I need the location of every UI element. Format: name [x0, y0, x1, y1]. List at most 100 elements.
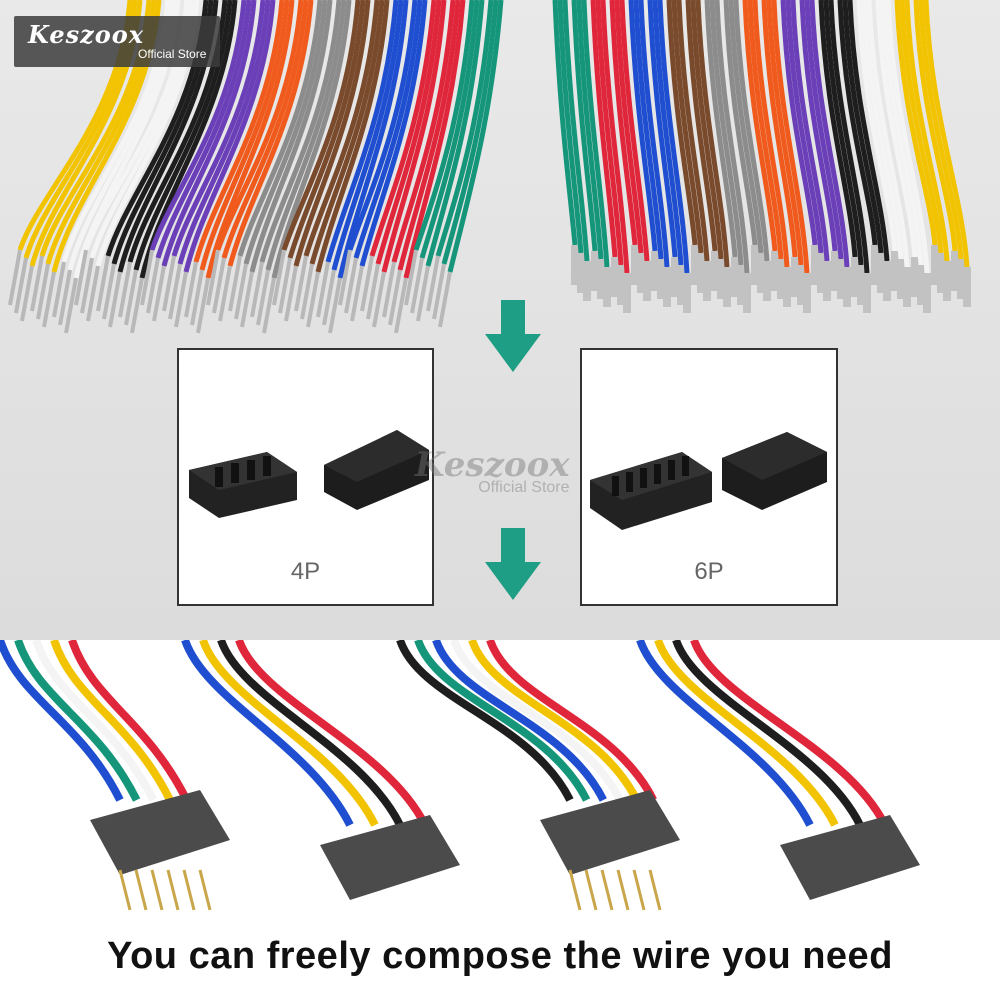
wire — [837, 0, 878, 246]
wire — [249, 0, 333, 273]
wire-terminal — [723, 267, 731, 307]
wire-terminal — [663, 267, 671, 307]
wire-terminal — [52, 261, 66, 318]
wire — [685, 0, 718, 252]
wire-terminal — [937, 253, 945, 293]
wire-terminal — [591, 251, 599, 291]
wire-terminal — [338, 249, 352, 306]
wire — [761, 0, 798, 258]
wire — [904, 0, 950, 262]
wire-terminal — [617, 265, 625, 305]
down-arrow-icon — [485, 528, 541, 600]
connector-pin — [584, 869, 598, 911]
caption: You can freely compose the wire you need — [107, 935, 893, 977]
wire-terminal — [350, 265, 364, 322]
connector-housing — [780, 815, 920, 900]
wire-terminal — [877, 253, 885, 293]
wire — [847, 0, 890, 262]
connector-pin — [166, 869, 180, 911]
wire-terminal — [42, 271, 56, 328]
wire — [742, 0, 778, 252]
cable-wire — [414, 640, 591, 802]
wire-terminal — [577, 253, 585, 293]
wire — [799, 0, 838, 252]
wire — [913, 0, 958, 252]
wire — [447, 0, 504, 273]
wire-terminal — [603, 267, 611, 307]
wire — [381, 0, 447, 273]
wire-terminal — [763, 261, 771, 301]
wire — [657, 0, 690, 274]
wire-terminal — [278, 257, 292, 314]
wire-terminal — [737, 265, 745, 305]
connector-pin — [134, 869, 148, 911]
wire-terminal — [234, 263, 248, 320]
wire — [875, 0, 918, 258]
wire-terminal — [168, 263, 182, 320]
cable-wire — [636, 640, 814, 827]
wire-terminal — [80, 257, 94, 314]
wire-terminal — [637, 253, 645, 293]
wire-terminal — [811, 245, 819, 285]
wire-terminal — [118, 261, 132, 318]
cable-wire — [181, 640, 354, 827]
wire — [331, 0, 404, 271]
watermark-brand-name: Keszoox — [415, 445, 570, 485]
connector-6p-image — [590, 432, 827, 530]
wire-terminal — [831, 251, 839, 291]
wire-terminal — [943, 261, 951, 301]
wire — [723, 0, 758, 246]
connector-label-4p: 4P — [290, 558, 321, 585]
wire — [823, 0, 864, 266]
cable-wire — [217, 640, 404, 827]
wire-terminal — [843, 267, 851, 307]
cable-wire — [468, 640, 641, 802]
wire — [171, 0, 266, 257]
wire — [600, 0, 630, 274]
wire-terminal — [36, 263, 50, 320]
connector-housing — [540, 790, 680, 875]
wire-terminal — [306, 271, 320, 328]
wire-terminal — [957, 259, 965, 299]
wire — [780, 0, 818, 246]
connector-pin — [568, 869, 582, 911]
wire — [866, 0, 910, 268]
wire-terminal — [731, 257, 739, 297]
wire-terminal — [102, 263, 116, 320]
connector-pin — [198, 869, 212, 911]
wire — [347, 0, 418, 251]
cable-wire — [690, 640, 889, 827]
wire — [562, 0, 590, 262]
brand-store-label: Official Store — [138, 47, 207, 61]
wire — [353, 0, 423, 259]
connector-pin — [150, 869, 164, 911]
wire-terminal — [86, 265, 100, 322]
connector-pin — [616, 869, 630, 911]
wire-terminal — [124, 269, 138, 326]
cable-wire — [68, 640, 191, 802]
wire-terminal — [951, 251, 959, 291]
wire — [690, 0, 724, 260]
wire-terminal — [432, 263, 446, 320]
connector-pin — [632, 869, 646, 911]
wire — [704, 0, 738, 258]
wire-terminal — [130, 277, 144, 334]
connector-4p-image — [189, 430, 429, 518]
wire — [766, 0, 804, 266]
wire-terminal — [328, 277, 342, 334]
brand-name: Keszoox — [28, 20, 145, 49]
wire-terminal — [643, 261, 651, 301]
wire-terminal — [657, 259, 665, 299]
wire — [747, 0, 784, 260]
connector-pin — [118, 869, 132, 911]
wire — [375, 0, 442, 265]
wire-terminal — [382, 261, 396, 318]
cable-wire — [0, 640, 124, 802]
wire-terminal — [917, 265, 925, 305]
wire-terminal — [771, 251, 779, 291]
wire-terminal — [416, 265, 430, 322]
wire-terminal — [797, 265, 805, 305]
wire — [161, 0, 257, 267]
wire-terminal — [923, 273, 931, 313]
wire — [609, 0, 638, 246]
